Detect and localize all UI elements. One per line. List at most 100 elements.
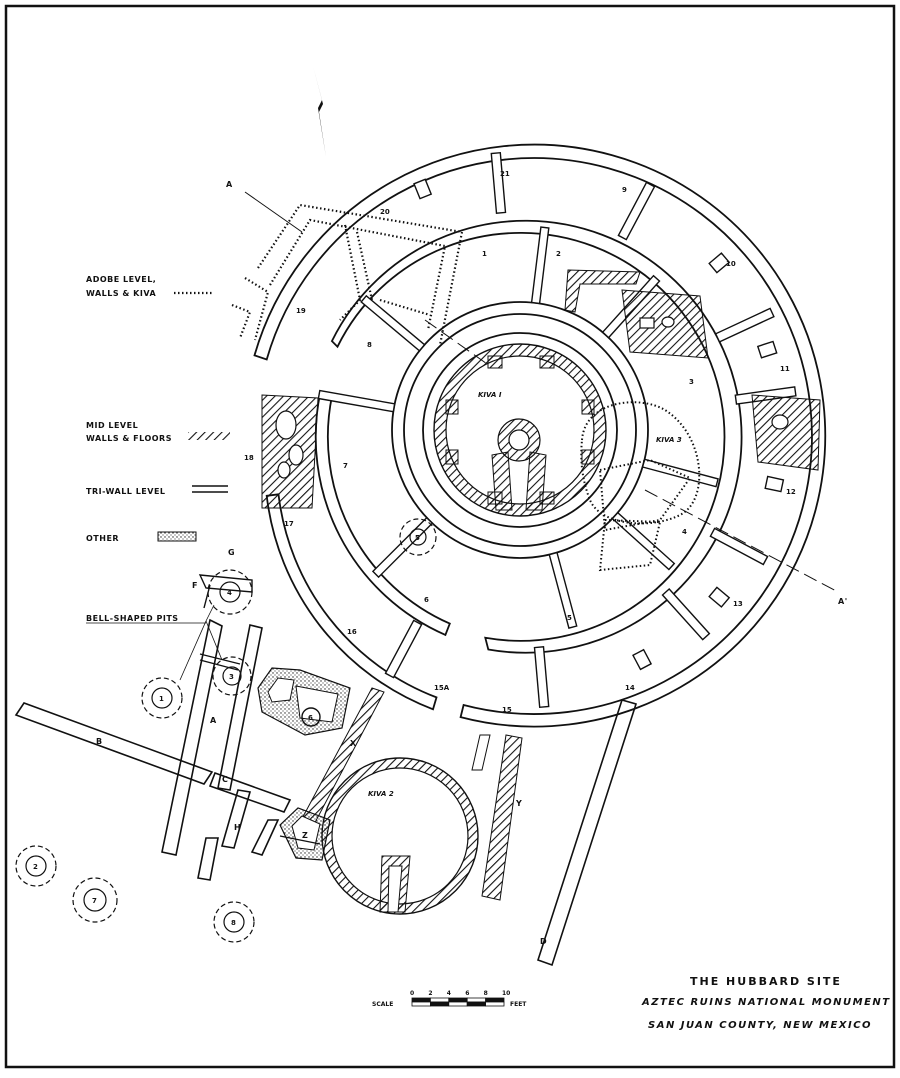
scale-tick-label: 2 [428,990,432,997]
scale-tick-label: 8 [484,990,488,997]
legend-other: OTHER [86,534,119,543]
scale-block [448,1001,468,1007]
scale-block [429,997,450,1003]
room-label-19: 19 [296,307,306,315]
kiva-3-label: KIVA 3 [656,436,682,444]
kiva-2-label: KIVA 2 [368,790,394,798]
pit-4 [207,569,253,615]
room-partition [708,252,731,274]
outer-walls [14,618,638,967]
wall-label-c: C [222,775,228,784]
pit-label-1: 1 [159,695,164,703]
wall-label-g: G [228,548,235,557]
section-label-a-prime: A' [838,597,848,606]
room-label-4: 4 [682,528,687,536]
pit-label-5: 5 [415,534,420,542]
pit-label-2: 2 [33,863,38,871]
scale-block [448,997,468,1003]
wall-label-y: Y [515,799,522,808]
stippled-structure [257,667,351,736]
room-partition [548,551,578,629]
pit-3 [212,656,252,696]
wall-label-a: A [210,716,217,725]
kiva-1 [433,343,607,517]
room-partition [661,588,711,641]
room-partition [708,586,731,608]
room-partition [533,646,550,709]
room-partition [384,619,423,679]
title-line-1: THE HUBBARD SITE [690,975,842,988]
room-numbers: 1 2 3 4 5 6 7 8 9 10 11 12 13 14 15 15A … [244,170,796,714]
scale-unit: FEET [510,1001,527,1008]
title-line-2: AZTEC RUINS NATIONAL MONUMENT [641,997,891,1008]
north-arrow-icon [313,66,326,157]
mid-level-features [275,316,789,479]
room-label-3: 3 [689,378,694,386]
room-label-21: 21 [500,170,510,178]
room-label-17: 17 [284,520,294,528]
room-label-10: 10 [726,260,736,268]
room-partition [764,475,785,493]
scale-label: SCALE [372,1001,393,1008]
pit-label-6: 6 [308,714,313,722]
wall-label-d: D [540,937,547,946]
scale-block [466,997,487,1003]
tri-wall-rings [253,143,827,728]
kiva-3 [580,401,701,572]
room-label-7: 7 [343,462,348,470]
scale-tick-label: 6 [465,990,469,997]
pit-label-8: 8 [231,919,236,927]
room-partition [756,340,778,359]
scale-block [466,1001,487,1007]
room-label-1: 1 [482,250,487,258]
room-label-14: 14 [625,684,635,692]
room-partition [709,527,769,566]
pit-6 [301,707,321,727]
scale-tick-label: 0 [410,990,414,997]
room-label-6: 6 [424,596,429,604]
bell-shaped-pits [15,518,437,943]
pit-label-3: 3 [229,673,234,681]
adobe-walls [231,203,464,346]
legend-mid-swatch [188,432,230,440]
pit-1 [141,677,183,719]
pit-5 [399,518,437,556]
pit-label-4: 4 [227,589,232,597]
legend: ADOBE LEVEL, WALLS & KIVA MID LEVEL WALL… [86,275,230,681]
wall-label-x: X [350,739,357,748]
kiva-1-label: KIVA I [478,391,502,399]
title-line-3: SAN JUAN COUNTY, NEW MEXICO [648,1020,872,1031]
kiva-2 [321,757,479,915]
room-label-15a: 15A [434,684,450,692]
legend-mid-line2: WALLS & FLOORS [86,434,172,443]
room-partition [490,151,507,214]
room-label-16: 16 [347,628,357,636]
room-label-13: 13 [733,600,743,608]
legend-triwall-swatch [192,485,228,493]
wall-label-z: Z [302,831,308,840]
scale-tick-label: 4 [447,990,451,997]
room-label-8: 8 [367,341,372,349]
pit-label-7: 7 [92,897,97,905]
legend-adobe-line2: WALLS & KIVA [86,289,156,298]
room-label-20: 20 [380,208,390,216]
room-label-15: 15 [502,706,512,714]
room-label-18: 18 [244,454,254,462]
room-partition [530,226,550,305]
scale-block [411,997,431,1003]
pit-7 [72,877,118,923]
room-partition [617,181,656,241]
legend-other-swatch [157,531,197,542]
legend-triwall: TRI-WALL LEVEL [86,487,166,496]
scale-block [485,1001,505,1007]
scale-tick-label: 10 [502,990,510,997]
room-partition [413,178,433,200]
wall-label-b: B [96,737,103,746]
room-partition [371,516,434,579]
room-partition [632,648,653,671]
scale-block [429,1001,450,1007]
room-label-5: 5 [567,614,572,622]
room-label-9: 9 [622,186,627,194]
